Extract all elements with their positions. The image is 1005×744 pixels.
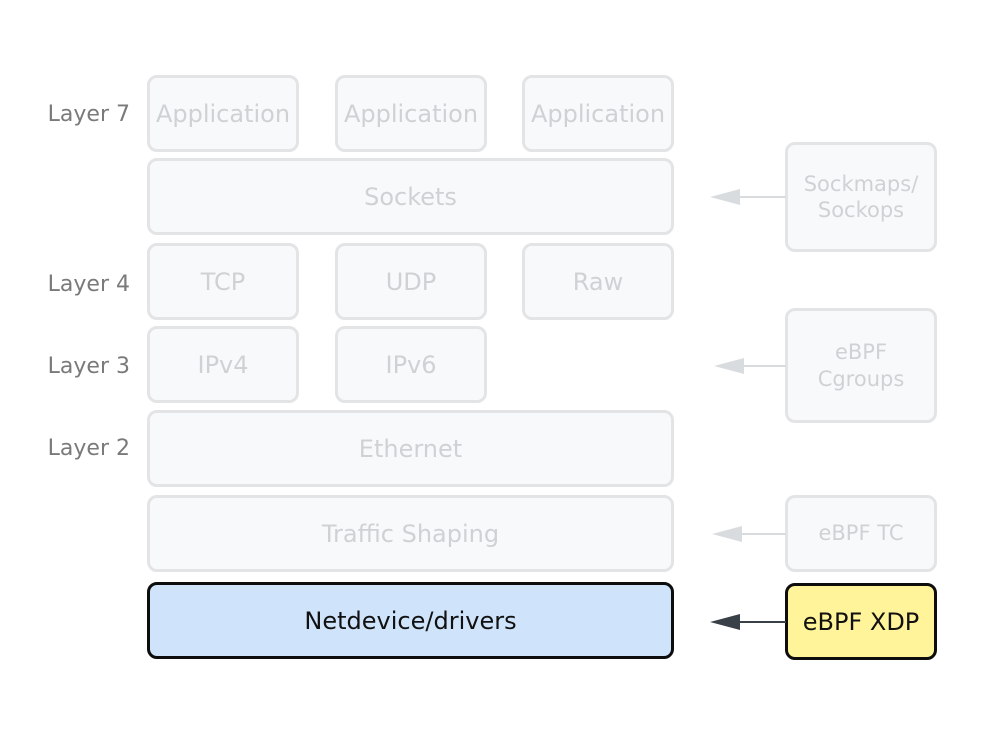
application-box-3: Application bbox=[522, 75, 674, 152]
ebpf-cgroups-box: eBPF Cgroups bbox=[785, 308, 937, 423]
tc-arrow-icon bbox=[710, 524, 786, 544]
sockops-label: Sockops bbox=[817, 198, 905, 222]
udp-box: UDP bbox=[335, 243, 487, 320]
ipv6-box: IPv6 bbox=[335, 326, 487, 403]
traffic-shaping-box: Traffic Shaping bbox=[147, 495, 674, 572]
application-box-2: Application bbox=[335, 75, 487, 152]
raw-box: Raw bbox=[522, 243, 674, 320]
sockets-box: Sockets bbox=[147, 158, 674, 235]
layer-7-label: Layer 7 bbox=[47, 102, 130, 127]
ethernet-box: Ethernet bbox=[147, 410, 674, 487]
ipv4-box: IPv4 bbox=[147, 326, 299, 403]
xdp-arrow-icon bbox=[708, 612, 786, 632]
layer-4-label: Layer 4 bbox=[47, 272, 130, 297]
tcp-box: TCP bbox=[147, 243, 299, 320]
cgroups-label: Cgroups bbox=[817, 366, 905, 391]
sockmaps-sockops-box: Sockmaps/ Sockops bbox=[785, 142, 937, 252]
layer-3-label: Layer 3 bbox=[47, 354, 130, 379]
sockmaps-label: Sockmaps/ bbox=[803, 171, 919, 196]
netdevice-drivers-box: Netdevice/drivers bbox=[147, 582, 674, 659]
cgroups-arrow-icon bbox=[712, 356, 786, 376]
ebpf-tc-box: eBPF TC bbox=[785, 495, 937, 572]
sockmaps-arrow-icon bbox=[708, 187, 786, 207]
ebpf-xdp-box: eBPF XDP bbox=[785, 583, 937, 660]
cgroups-ebpf-label: eBPF bbox=[834, 340, 888, 365]
application-box-1: Application bbox=[147, 75, 299, 152]
layer-2-label: Layer 2 bbox=[47, 436, 130, 461]
